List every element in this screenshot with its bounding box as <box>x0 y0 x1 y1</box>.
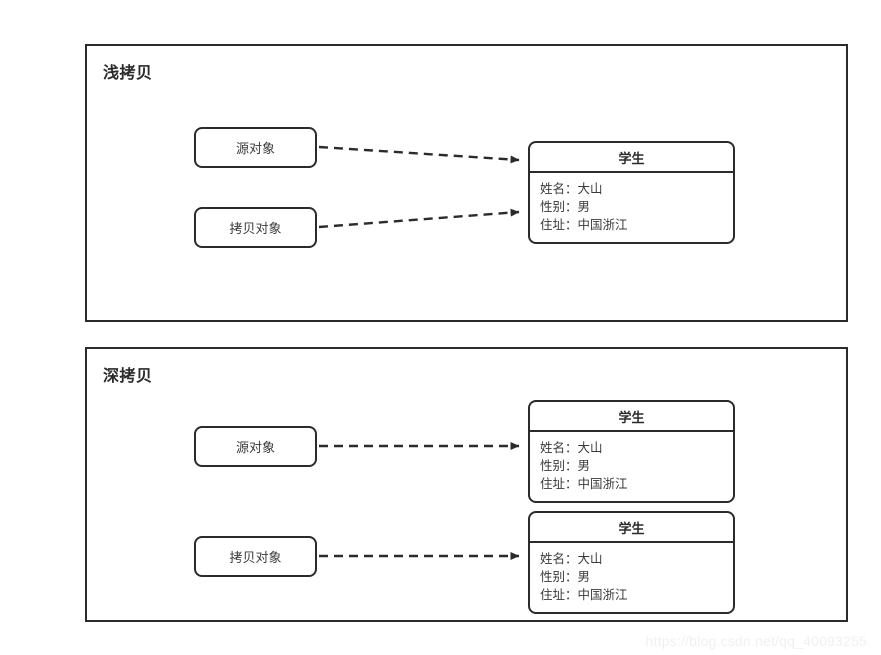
shallow-source-object-box: 源对象 <box>194 127 317 168</box>
deep-student-card-copy-body: 姓名：大山 性别：男 住址：中国浙江 <box>530 543 733 612</box>
deep-source-object-box: 源对象 <box>194 426 317 467</box>
card-row: 姓名：大山 <box>540 182 603 196</box>
deep-student-card-copy-header: 学生 <box>530 513 733 543</box>
deep-student-card-source: 学生 姓名：大山 性别：男 住址：中国浙江 <box>528 400 735 503</box>
deep-student-card-copy: 学生 姓名：大山 性别：男 住址：中国浙江 <box>528 511 735 614</box>
deep-copy-object-label: 拷贝对象 <box>229 550 282 565</box>
panel-title-shallow: 浅拷贝 <box>103 65 153 82</box>
deep-student-card-source-header: 学生 <box>530 402 733 432</box>
watermark-text: https://blog.csdn.net/qq_40093255 <box>645 633 867 649</box>
card-row: 住址：中国浙江 <box>540 477 628 491</box>
card-row: 住址：中国浙江 <box>540 588 628 602</box>
shallow-student-card-header: 学生 <box>530 143 733 173</box>
card-row: 性别：男 <box>540 459 591 473</box>
card-row: 性别：男 <box>540 570 591 584</box>
shallow-student-card: 学生 姓名：大山 性别：男 住址：中国浙江 <box>528 141 735 244</box>
deep-source-object-label: 源对象 <box>235 440 275 455</box>
deep-copy-object-box: 拷贝对象 <box>194 536 317 577</box>
card-row: 姓名：大山 <box>540 552 603 566</box>
shallow-source-object-label: 源对象 <box>235 141 275 156</box>
shallow-student-card-body: 姓名：大山 性别：男 住址：中国浙江 <box>530 173 733 242</box>
shallow-copy-object-box: 拷贝对象 <box>194 207 317 248</box>
panel-title-deep: 深拷贝 <box>103 368 153 385</box>
card-row: 住址：中国浙江 <box>540 218 628 232</box>
shallow-copy-object-label: 拷贝对象 <box>229 221 282 236</box>
card-row: 性别：男 <box>540 200 591 214</box>
deep-student-card-source-body: 姓名：大山 性别：男 住址：中国浙江 <box>530 432 733 501</box>
card-row: 姓名：大山 <box>540 441 603 455</box>
